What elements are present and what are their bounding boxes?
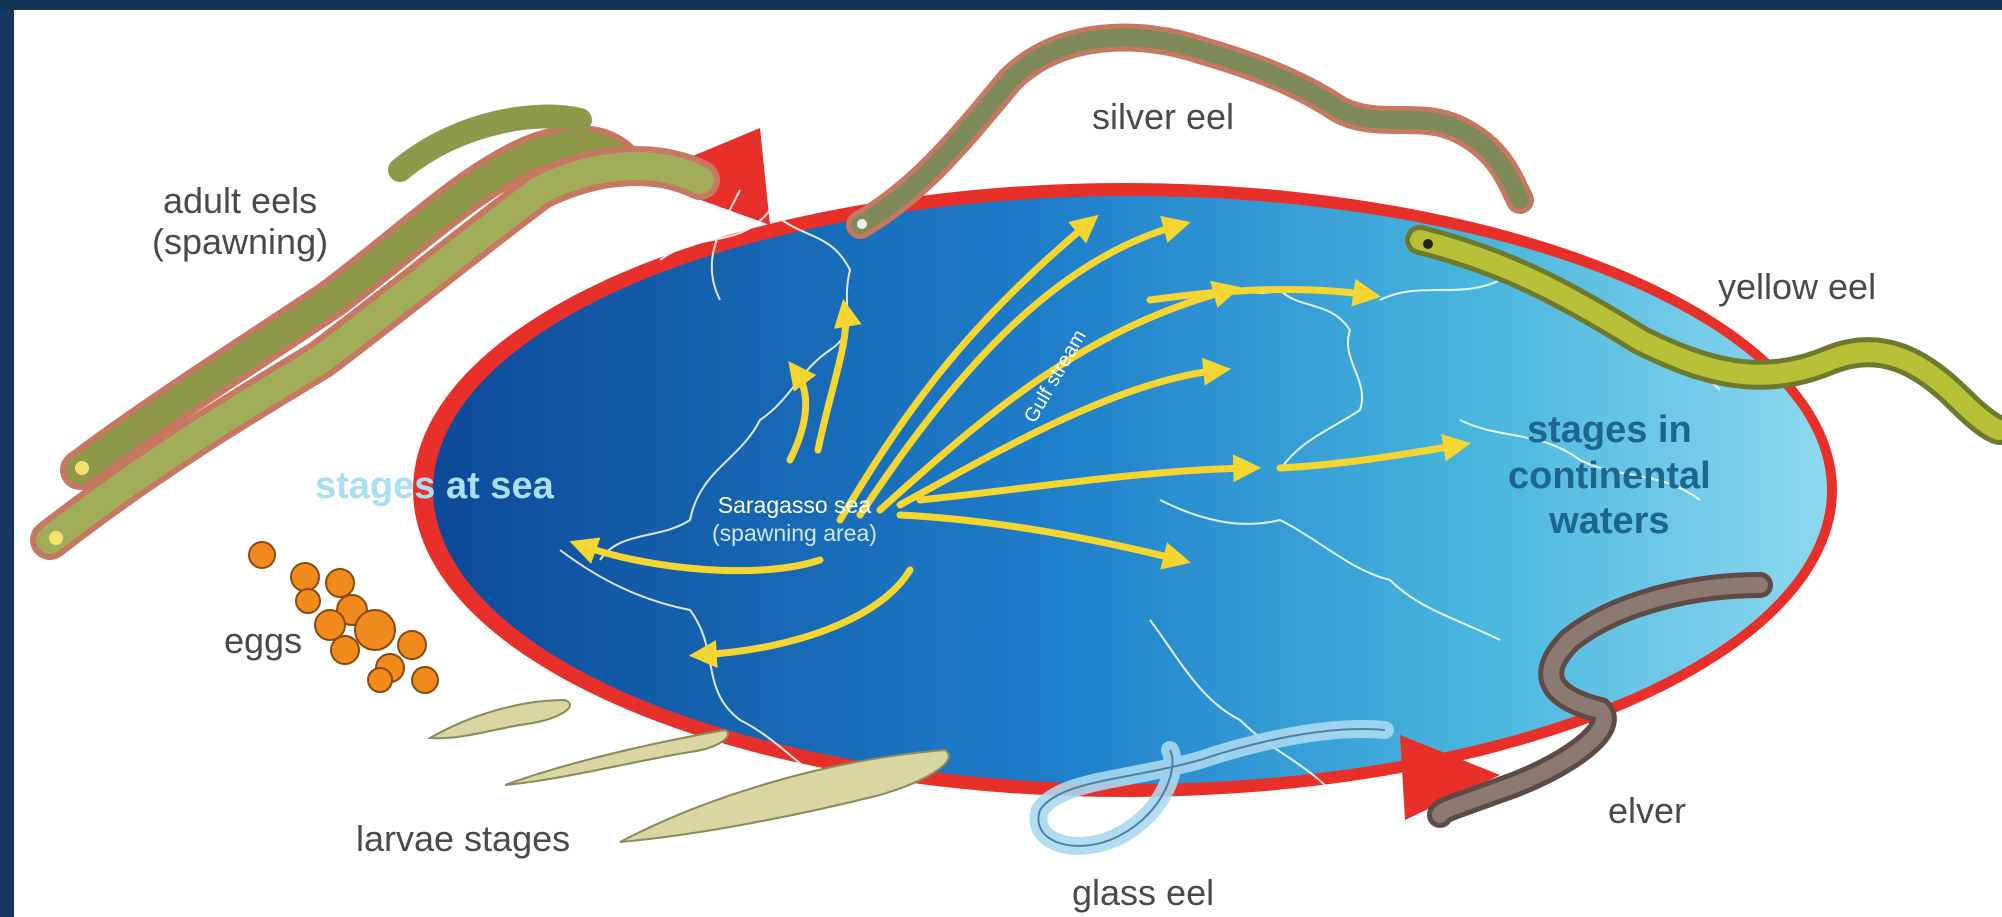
sargasso-title: Saragasso sea: [712, 492, 877, 520]
stages-at-sea-label: stages at sea: [315, 465, 554, 508]
larvae-stages-label: larvae stages: [356, 818, 570, 859]
elver-label: elver: [1608, 790, 1686, 831]
silver-eel-label: silver eel: [1092, 96, 1234, 137]
continental-line-2: continental: [1508, 454, 1711, 500]
continental-line-3: waters: [1508, 499, 1711, 545]
adult-eels-subtitle: (spawning): [152, 221, 328, 262]
yellow-eel-label: yellow eel: [1718, 266, 1876, 307]
eggs-icon: [249, 542, 438, 693]
continental-line-1: stages in: [1508, 408, 1711, 454]
sargasso-subtitle: (spawning area): [712, 520, 877, 548]
adult-eels-title: adult eels: [152, 180, 328, 221]
eggs-label: eggs: [224, 620, 302, 661]
adult-eels-label: adult eels (spawning): [152, 180, 328, 263]
glass-eel-label: glass eel: [1072, 872, 1214, 913]
sargasso-sea-label: Saragasso sea (spawning area): [712, 492, 877, 547]
continental-waters-label: stages in continental waters: [1508, 408, 1711, 545]
